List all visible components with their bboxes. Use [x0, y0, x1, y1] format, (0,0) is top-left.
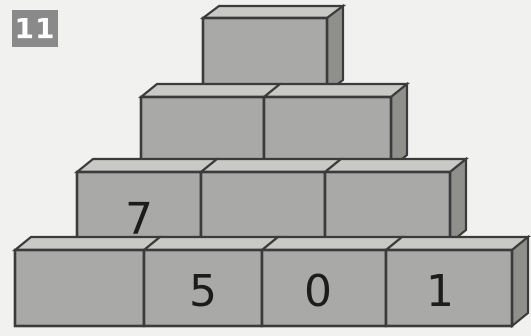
brick-row2-col2[interactable]: [325, 159, 466, 243]
brick-row2-col1[interactable]: [201, 159, 341, 243]
brick-row1-col0[interactable]: [141, 84, 280, 168]
brick-row0-col0[interactable]: [203, 6, 343, 92]
brick-row3-col0[interactable]: [15, 237, 160, 326]
brick-number: 5: [189, 266, 217, 317]
brick-number: 0: [304, 266, 332, 317]
brick-number: 1: [426, 266, 454, 317]
brick-row3-col3[interactable]: 1: [386, 237, 528, 326]
brick-row3-col2[interactable]: 0: [262, 237, 402, 326]
brick-row3-col1[interactable]: 5: [144, 237, 278, 326]
brick-row1-col1[interactable]: [264, 84, 407, 168]
brick-row2-col0[interactable]: 7: [77, 159, 217, 245]
